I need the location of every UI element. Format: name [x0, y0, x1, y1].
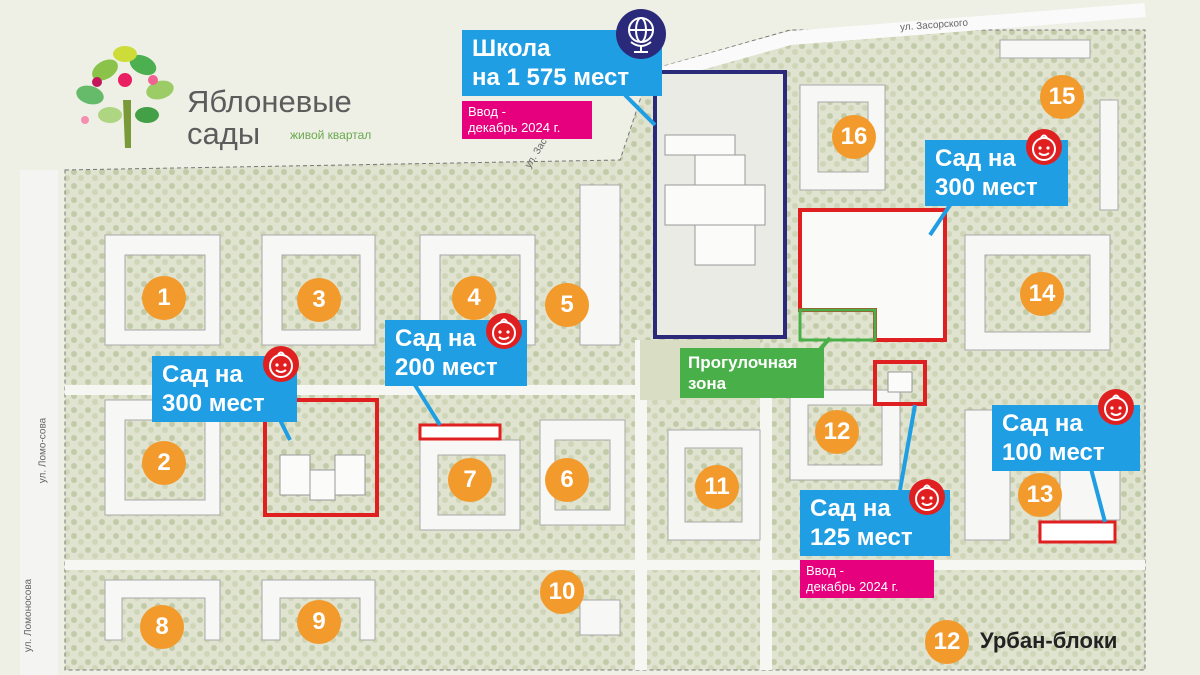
- school-building: [664, 134, 766, 266]
- road-mid: [65, 385, 635, 395]
- building-block-12: [789, 389, 901, 481]
- child-face-icon: [1026, 129, 1062, 165]
- kindergarten-200-outline: [418, 423, 502, 441]
- building-block-9: [261, 579, 376, 641]
- block-number-13: 13: [1018, 473, 1062, 517]
- pointer-k200: [413, 383, 442, 427]
- school-opening-date: Ввод - декабрь 2024 г.: [462, 101, 592, 139]
- road-east-v: [760, 355, 772, 670]
- building-block-14: [964, 234, 1111, 351]
- building-block-7: [419, 439, 521, 531]
- child-face-icon: [263, 346, 299, 382]
- block-number-5: 5: [545, 283, 589, 327]
- block-number-14: 14: [1020, 272, 1064, 316]
- building-block-11: [667, 429, 761, 541]
- kindergarten-300-left-outline: [263, 398, 379, 517]
- globe-icon: [616, 9, 666, 59]
- block-number-1: 1: [142, 276, 186, 320]
- building-block-15: [999, 39, 1119, 211]
- logo-name: Яблоневые сады: [187, 84, 352, 151]
- building-block-8: [104, 579, 221, 641]
- pointer-k125: [898, 404, 917, 491]
- block-number-6: 6: [545, 458, 589, 502]
- street-label-lomonosov-short: ул. Ломо-сова: [37, 417, 49, 484]
- block-number-16: 16: [832, 115, 876, 159]
- logo-tagline: живой квартал: [290, 128, 372, 142]
- building-block-3: [261, 234, 376, 346]
- building-block-10: [579, 599, 621, 636]
- child-face-icon: [486, 313, 522, 349]
- block-number-15: 15: [1040, 75, 1084, 119]
- block-number-9: 9: [297, 600, 341, 644]
- kindergarten-100-outline: [1038, 520, 1117, 544]
- kindergarten-300-left-building: [279, 454, 366, 501]
- block-number-4: 4: [452, 276, 496, 320]
- legend-number-badge: 12: [925, 620, 969, 664]
- road-south: [65, 560, 1145, 570]
- kindergarten-125-opening-date: Ввод - декабрь 2024 г.: [800, 560, 934, 598]
- child-face-icon: [909, 479, 945, 515]
- block-number-8: 8: [140, 605, 184, 649]
- block-number-11: 11: [695, 465, 739, 509]
- road-center-v: [635, 340, 647, 670]
- apple-tree-icon: [76, 46, 174, 148]
- road-lomonosov: [20, 170, 58, 675]
- kindergarten-125-callout: Сад на 125 мест: [800, 490, 950, 556]
- street-label-lomonosov-vertical: ул. Ломоносова: [23, 578, 35, 653]
- legend-label: Урбан-блоки: [980, 628, 1118, 653]
- pointer-k100: [1088, 464, 1107, 523]
- road-zasorsky: [638, 3, 1146, 87]
- block-number-2: 2: [142, 441, 186, 485]
- block-number-12: 12: [815, 410, 859, 454]
- pointer-school: [623, 93, 657, 127]
- block-number-3: 3: [297, 278, 341, 322]
- walk-zone-label: Прогулочная зона: [680, 348, 824, 398]
- walk-zone-outline: [798, 308, 877, 342]
- block-number-10: 10: [540, 570, 584, 614]
- child-face-icon: [1098, 389, 1134, 425]
- block-number-7: 7: [448, 458, 492, 502]
- kindergarten-125-outline: [873, 360, 927, 406]
- kindergarten-200-callout: Сад на 200 мест: [385, 320, 527, 386]
- pointer-k300-right: [928, 203, 952, 237]
- building-block-5: [579, 184, 621, 346]
- building-block-1: [104, 234, 221, 346]
